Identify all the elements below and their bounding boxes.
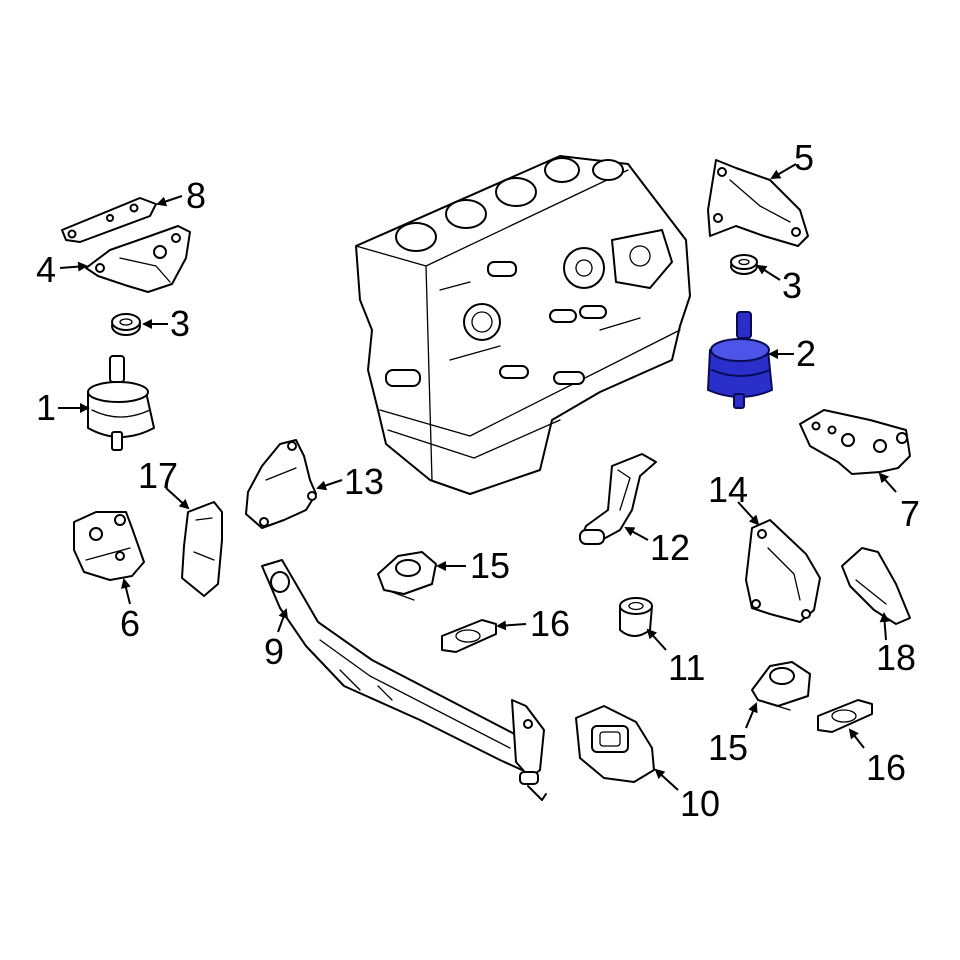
leader-14	[737, 501, 760, 526]
leader-16-center	[496, 620, 527, 631]
leader-12	[624, 527, 649, 541]
leader-16-right	[848, 728, 865, 749]
leader-7	[878, 472, 897, 493]
bracket-14	[745, 519, 821, 623]
callout-11: 11	[668, 647, 705, 688]
bracket-4	[85, 225, 191, 293]
washer-3-right	[730, 254, 758, 275]
bushing-11	[619, 597, 653, 637]
leader-18	[879, 612, 890, 641]
callout-7: 7	[900, 493, 920, 534]
leader-6	[121, 578, 131, 605]
leader-11	[646, 628, 667, 651]
leader-3-right	[756, 264, 781, 281]
callout-14: 14	[708, 469, 748, 510]
callout-17: 17	[138, 455, 178, 496]
engine-mount-1	[87, 355, 155, 451]
callout-5: 5	[794, 137, 814, 178]
callout-8: 8	[186, 175, 206, 216]
leader-17	[165, 487, 190, 510]
callout-3-right: 3	[782, 265, 802, 306]
washer-3-left	[111, 313, 141, 336]
bracket-13	[245, 439, 317, 529]
leader-9	[277, 608, 288, 633]
callout-2: 2	[796, 333, 816, 374]
leader-4	[59, 261, 88, 272]
callout-numbers: 8 4 3 1 5 3 2 7 13 17 6 12 14 15 16 11 9…	[36, 137, 920, 824]
leader-5	[770, 163, 797, 180]
bracket-8	[61, 197, 157, 243]
callout-15-center: 15	[470, 545, 510, 586]
callout-3-left: 3	[170, 303, 190, 344]
heat-shield-17	[181, 501, 223, 597]
gasket-16-center	[441, 619, 497, 653]
callout-1: 1	[36, 387, 56, 428]
callout-12: 12	[650, 527, 690, 568]
engine-block	[355, 155, 691, 495]
callout-6: 6	[120, 603, 140, 644]
callout-16-right: 16	[866, 747, 906, 788]
mount-10	[575, 705, 655, 783]
callout-15-right: 15	[708, 727, 748, 768]
callout-16-center: 16	[530, 603, 570, 644]
callout-4: 4	[36, 249, 56, 290]
leader-8	[156, 195, 183, 207]
callout-9: 9	[264, 631, 284, 672]
leader-10	[654, 768, 679, 791]
leader-13	[316, 479, 343, 491]
bracket-5	[707, 159, 809, 247]
bracket-12	[579, 453, 657, 545]
mount-pad-15-right	[751, 661, 811, 711]
callout-18: 18	[876, 637, 916, 678]
callout-10: 10	[680, 783, 720, 824]
bracket-6	[73, 511, 145, 581]
bracket-7	[799, 409, 911, 475]
crossmember-9	[261, 559, 547, 801]
callout-leaders	[58, 163, 897, 791]
engine-mount-2-highlighted	[707, 311, 773, 409]
gasket-16-right	[817, 699, 873, 733]
leader-15-right	[745, 702, 758, 729]
bracket-18	[841, 547, 911, 625]
callout-13: 13	[344, 461, 384, 502]
mount-pad-15-center	[377, 551, 437, 601]
